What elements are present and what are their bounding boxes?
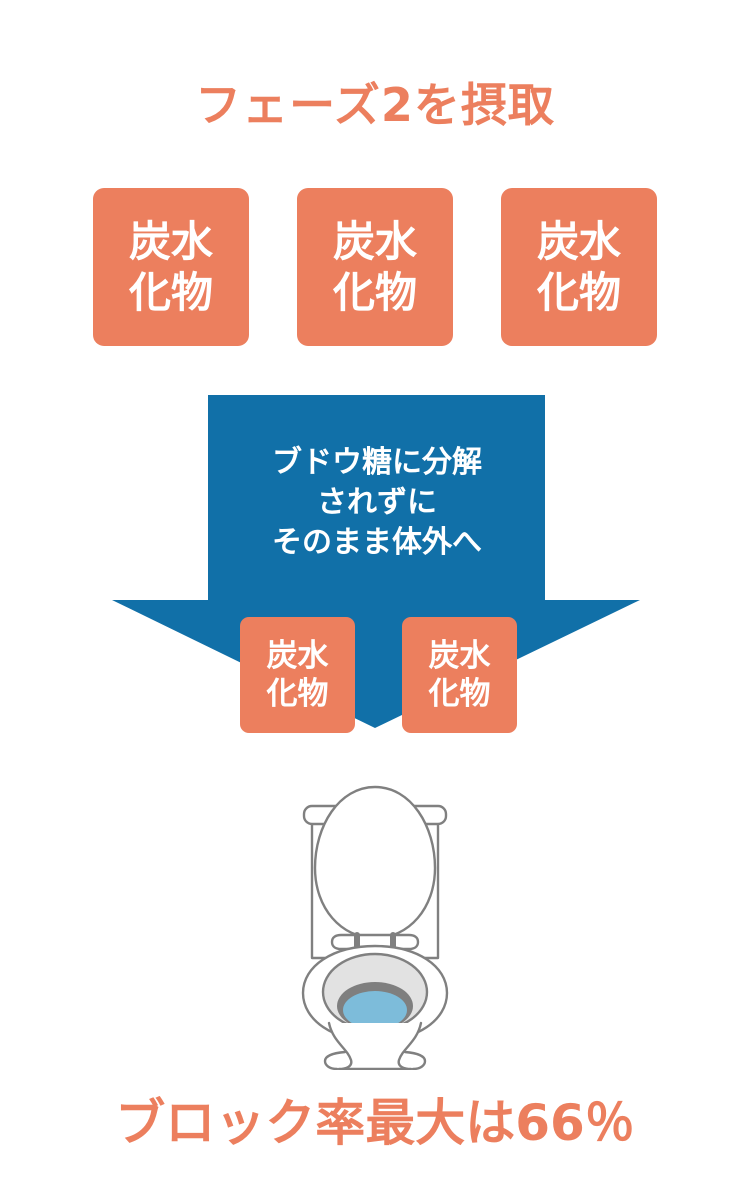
carb-box-top-3: 炭水 化物: [501, 188, 657, 346]
carb-box-label-line2: 化物: [332, 268, 417, 317]
toilet-hinge-bar: [330, 933, 420, 951]
down-arrow-block: ブドウ糖に分解 されずに そのまま体外へ: [0, 395, 750, 740]
page-title: フェーズ2を摂取: [195, 78, 555, 132]
carb-box-top-1: 炭水 化物: [93, 188, 249, 346]
toilet-icon: [301, 785, 449, 1070]
arrow-message: ブドウ糖に分解 されずに そのまま体外へ: [208, 443, 546, 563]
carb-box-label-line2: 化物: [428, 676, 491, 712]
arrow-message-line2: されずに: [317, 485, 437, 520]
arrow-message-line1: ブドウ糖に分解: [272, 445, 482, 480]
toilet-base-foot: [323, 1050, 347, 1070]
carb-box-label-line2: 化物: [266, 676, 329, 712]
carb-box-label-line1: 炭水: [128, 217, 213, 266]
carb-box-row-top: 炭水 化物 炭水 化物 炭水 化物: [0, 188, 750, 346]
arrow-message-line3: そのまま体外へ: [272, 525, 482, 560]
bottom-callout: ブロック率最大は66％: [115, 1094, 635, 1152]
toilet-water: [343, 991, 407, 1029]
carb-box-label-line2: 化物: [128, 268, 213, 317]
carb-box-arrow-2: 炭水 化物: [402, 617, 517, 733]
carb-box-label-line1: 炭水: [428, 638, 491, 674]
carb-box-arrow-1: 炭水 化物: [240, 617, 355, 733]
carb-box-top-2: 炭水 化物: [297, 188, 453, 346]
carb-box-label-line1: 炭水: [266, 638, 329, 674]
carb-box-label-line2: 化物: [536, 268, 621, 317]
carb-box-label-line1: 炭水: [536, 217, 621, 266]
toilet-pedestal: [327, 1021, 423, 1070]
toilet-lid: [313, 785, 437, 940]
toilet-base-foot-right: [403, 1050, 427, 1070]
carb-box-label-line1: 炭水: [332, 217, 417, 266]
